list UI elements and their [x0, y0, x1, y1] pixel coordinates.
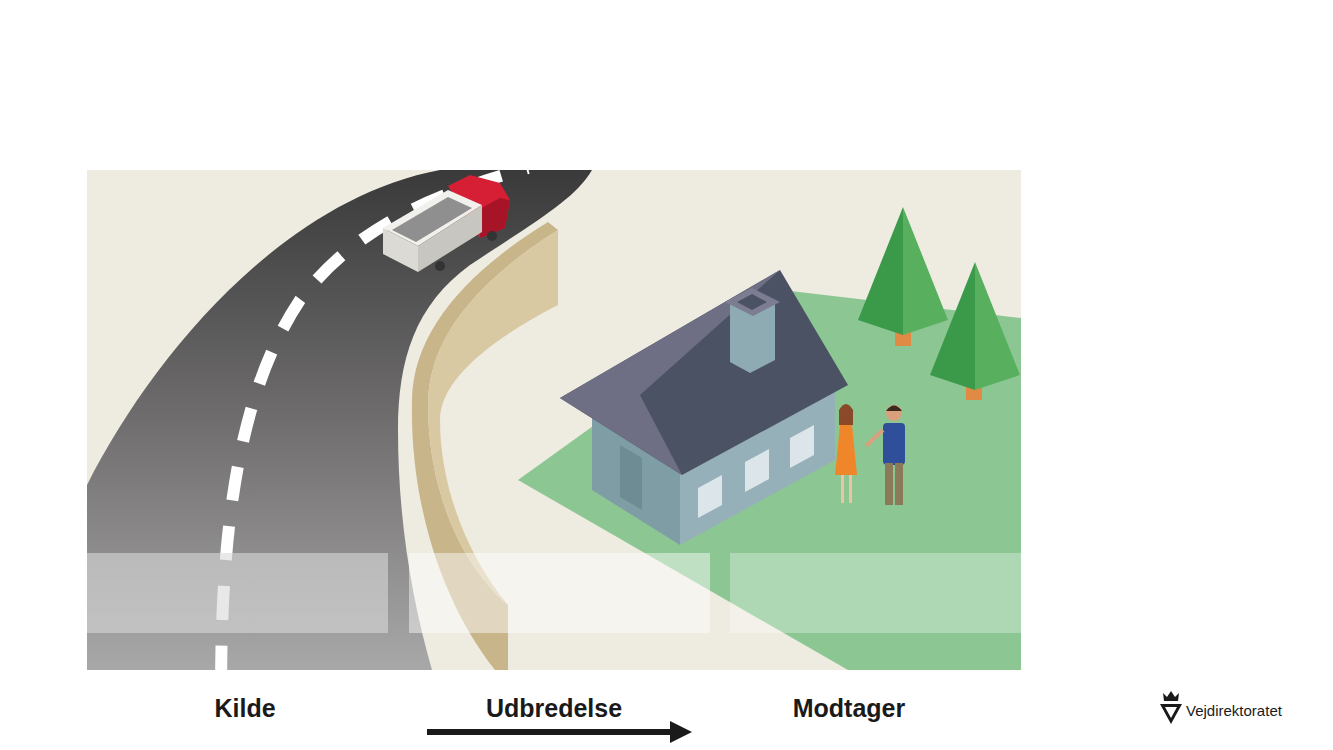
stage-label: Modtager — [793, 694, 906, 723]
stage-label: Udbredelse — [486, 694, 622, 723]
propagation-arrow — [427, 721, 692, 743]
noise-barrier-face — [428, 230, 558, 605]
propagation-band — [409, 553, 710, 633]
stage-label: Kilde — [214, 694, 275, 723]
house — [560, 270, 848, 545]
scene — [87, 170, 1021, 670]
truck — [383, 175, 510, 272]
logo-emblem — [1160, 691, 1182, 724]
ground — [87, 170, 1021, 670]
source-band — [87, 553, 388, 633]
logo-text: Vejdirektoratet — [1186, 702, 1282, 719]
people — [835, 404, 905, 505]
trees — [858, 207, 1020, 400]
receiver-band — [730, 553, 1021, 633]
